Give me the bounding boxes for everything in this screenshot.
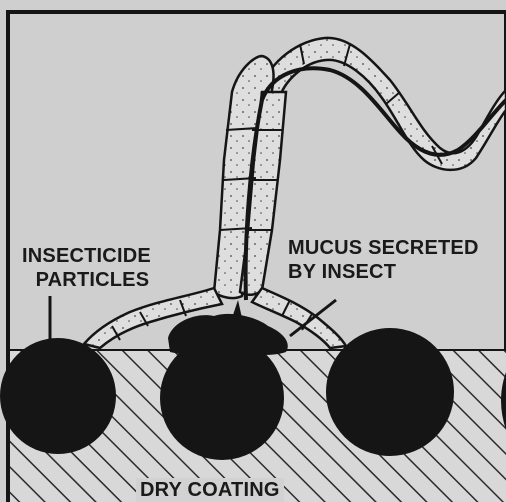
mucus-blob [168,314,288,358]
mucus-label-line2: BY INSECT [288,260,479,284]
mucus-label-line1: MUCUS SECRETED [288,236,479,260]
particle-left [0,338,116,454]
dry-coating-label: DRY COATING [136,478,284,502]
mucus-label: MUCUS SECRETED BY INSECT [288,236,479,284]
insecticide-particles-label: INSECTICIDE PARTICLES [22,244,151,292]
leg-tip [232,300,242,318]
insecticide-label-line2: PARTICLES [22,268,151,292]
insect-legs [84,38,506,348]
upper-leg [262,38,506,170]
insecticide-label-line1: INSECTICIDE [22,244,151,268]
